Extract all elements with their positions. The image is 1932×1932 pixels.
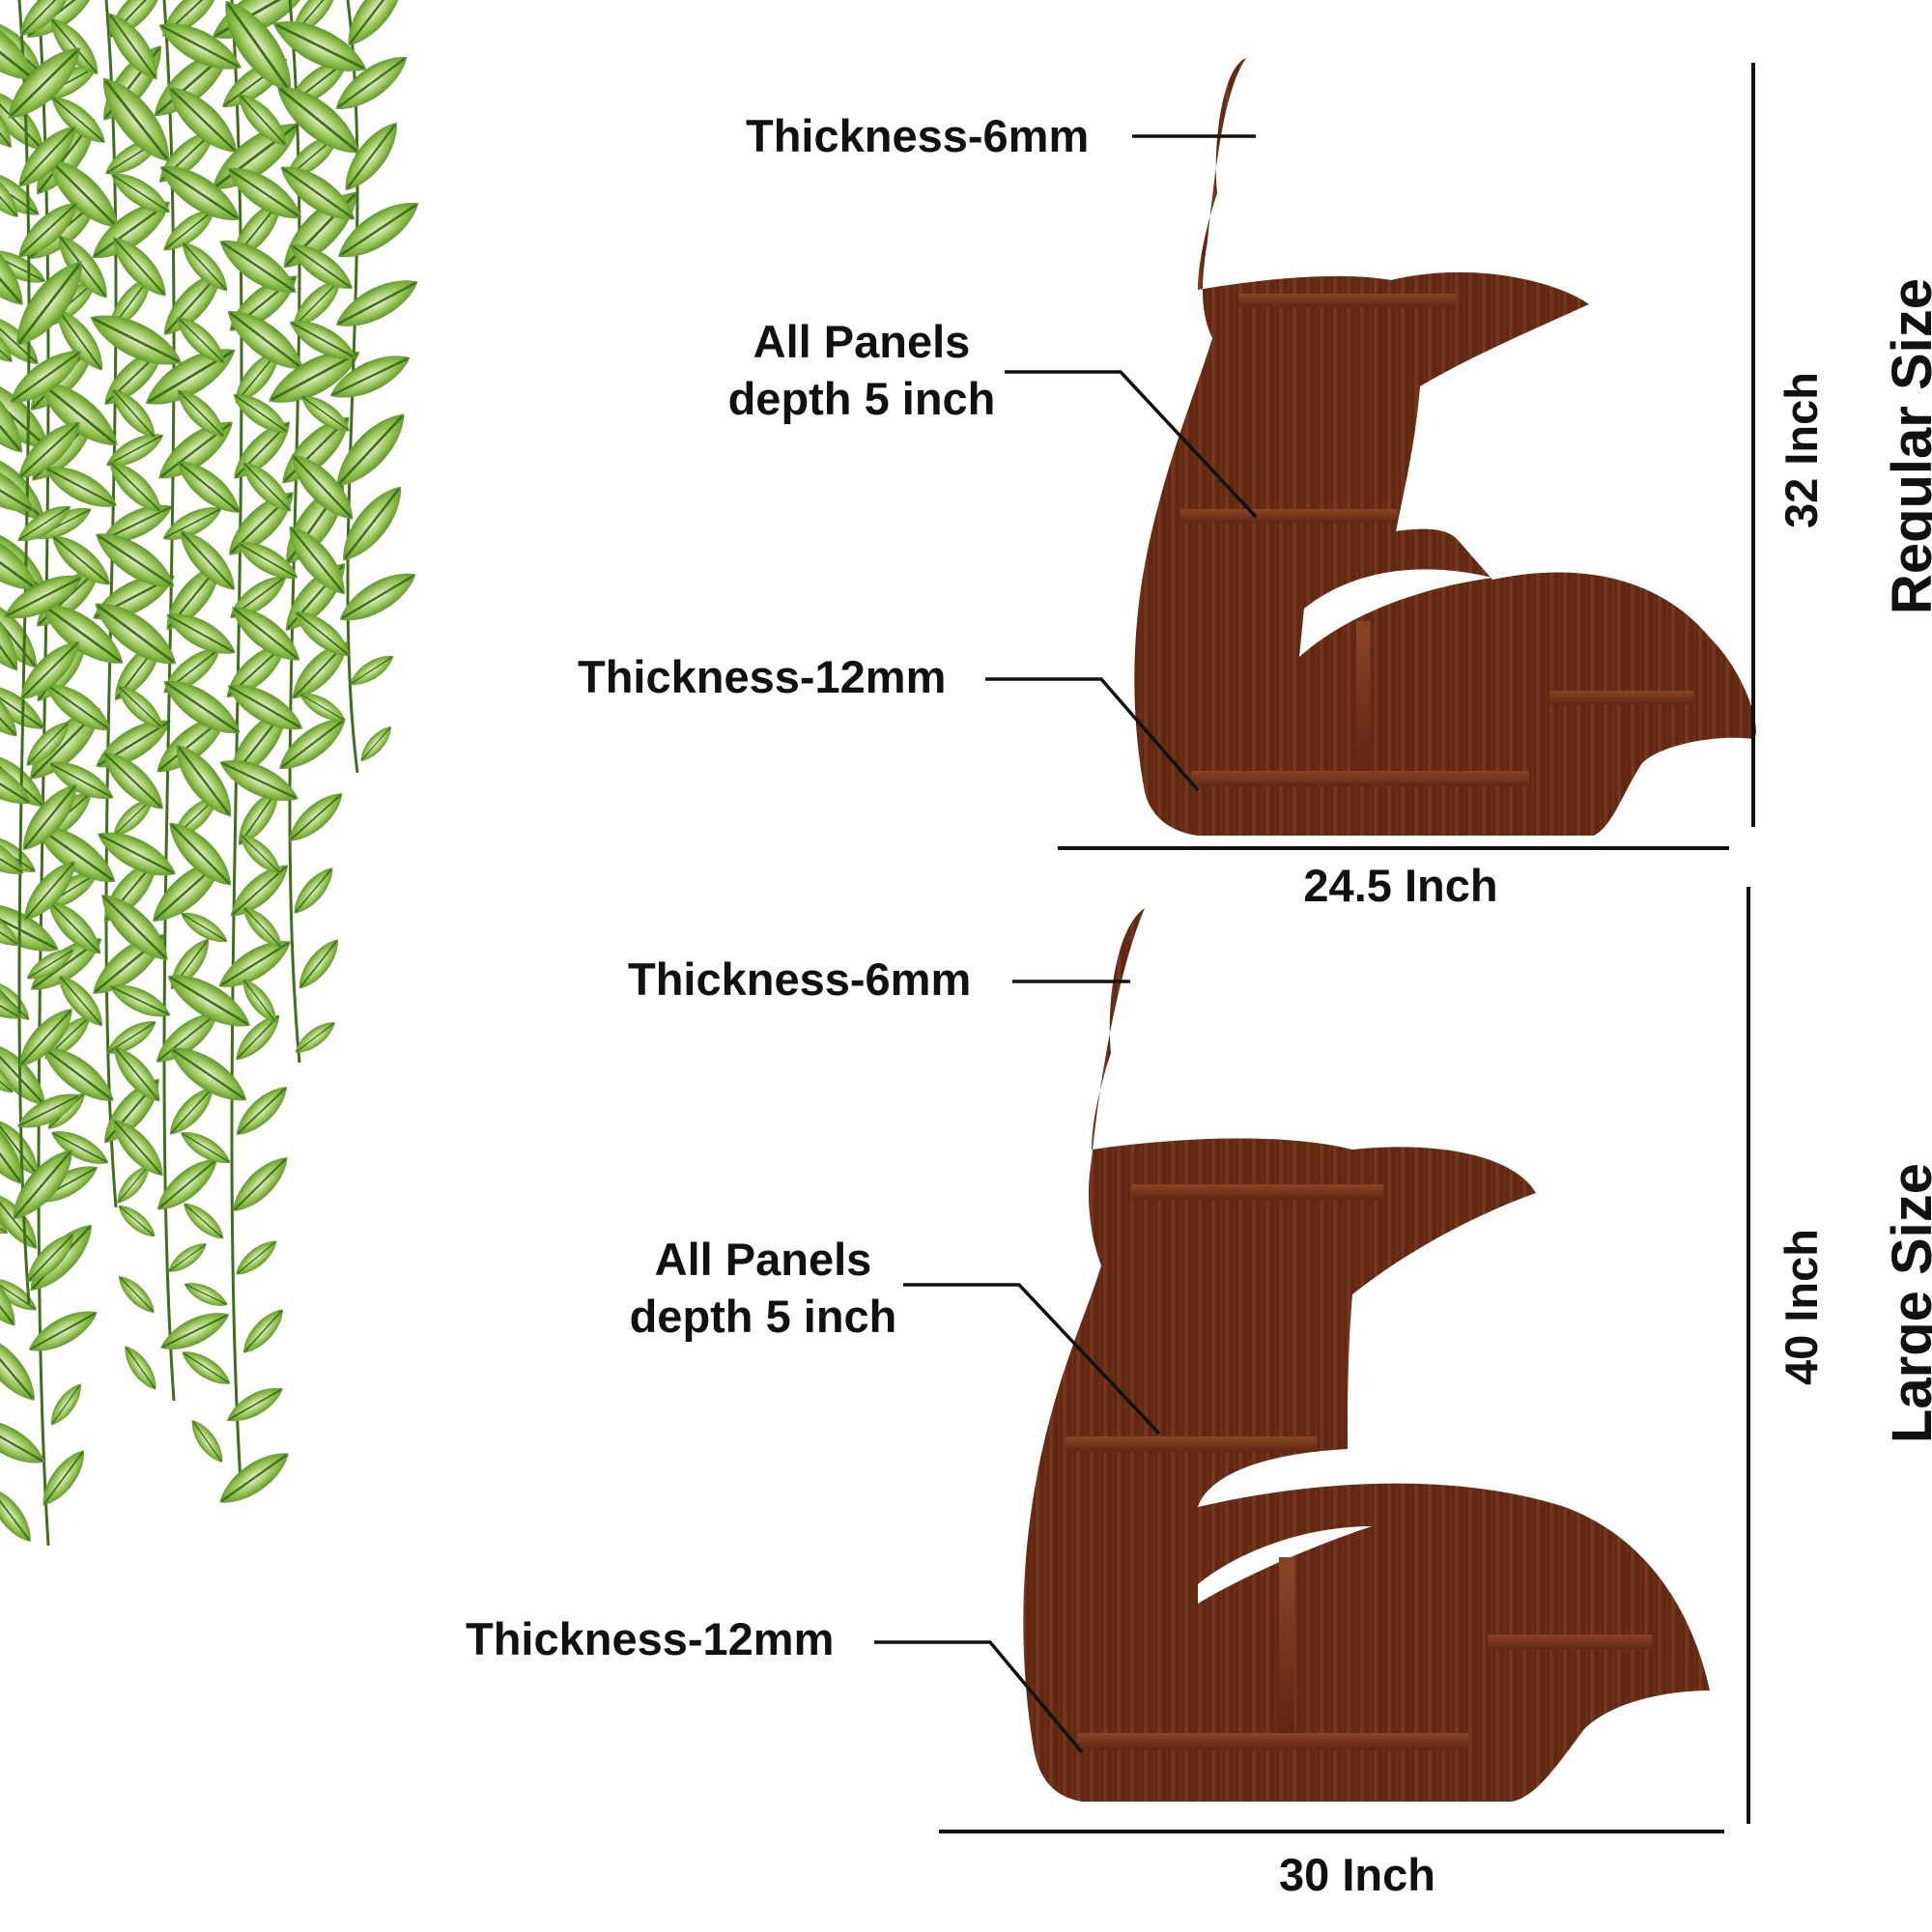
regular-panels-line2: depth 5 inch	[727, 372, 996, 424]
large-panels-label: All Panels depth 5 inch	[609, 1232, 918, 1346]
fox-shelf-large	[874, 887, 1750, 1833]
large-thickness-bottom-label: Thickness-12mm	[466, 1613, 835, 1664]
large-height-label: 40 Inch	[1776, 1229, 1827, 1385]
fox-shelf-icon	[1023, 908, 1710, 1802]
large-panels-line1: All Panels	[654, 1234, 872, 1285]
regular-height-label: 32 Inch	[1776, 372, 1827, 528]
regular-width-label: 24.5 Inch	[1303, 860, 1498, 911]
large-thickness-top-label: Thickness-6mm	[628, 953, 972, 1005]
hanging-plant-icon	[0, 0, 429, 1549]
regular-panels-label: All Panels depth 5 inch	[707, 314, 1016, 428]
regular-thickness-top-label: Thickness-6mm	[746, 110, 1090, 161]
large-width-label: 30 Inch	[1279, 1849, 1435, 1900]
regular-size-label: Regular Size	[1881, 277, 1932, 615]
large-panels-line2: depth 5 inch	[629, 1290, 897, 1342]
regular-panels-line1: All Panels	[753, 316, 971, 367]
fox-shelf-icon	[1134, 58, 1756, 836]
regular-thickness-bottom-label: Thickness-12mm	[578, 651, 947, 702]
fox-shelf-regular	[985, 58, 1756, 850]
large-size-label: Large Size	[1881, 1162, 1932, 1444]
